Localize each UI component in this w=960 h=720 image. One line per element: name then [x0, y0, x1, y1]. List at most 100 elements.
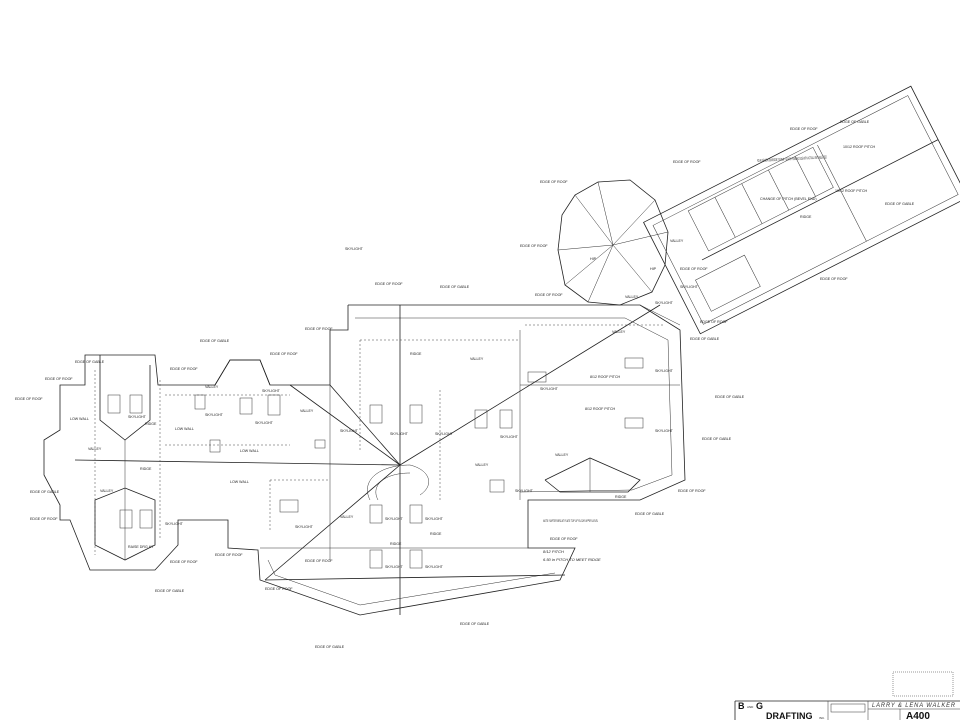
- label: EDGE OF ROOF: [375, 282, 403, 286]
- label: LOW WALL: [70, 417, 89, 421]
- label: SKYLIGHT: [680, 285, 699, 289]
- label: EDGE OF GABLE: [840, 120, 870, 124]
- label: VALLEY: [555, 453, 569, 457]
- label: EDGE OF ROOF: [520, 244, 548, 248]
- label: LOW WALL: [230, 480, 249, 484]
- label: VALLEY: [300, 409, 314, 413]
- label: EDGE OF GABLE: [885, 202, 915, 206]
- label: EDGE OF GABLE: [155, 589, 185, 593]
- label: SKYLIGHT: [385, 517, 404, 521]
- label: RIDGE: [145, 422, 157, 426]
- label: SKYLIGHT: [165, 522, 184, 526]
- label: VALLEY: [88, 447, 102, 451]
- label: SKYLIGHT: [255, 421, 274, 425]
- label: VALLEY: [625, 295, 639, 299]
- label: SKYLIGHT: [500, 435, 519, 439]
- label: HIP: [650, 267, 657, 271]
- label: SKYLIGHT: [340, 429, 359, 433]
- label: SKYLIGHT: [515, 489, 534, 493]
- company-logo-b: B: [738, 701, 745, 711]
- label: SKYLIGHT: [655, 301, 674, 305]
- label: RIDGE: [390, 542, 402, 546]
- label: VALLEY: [670, 239, 684, 243]
- label: EDGE OF GABLE: [690, 337, 720, 341]
- label: 8/12 ROOF PITCH: [585, 407, 616, 411]
- label: EDGE OF ROOF: [170, 367, 198, 371]
- company-suffix: INC.: [819, 716, 825, 720]
- label: VALLEY: [612, 330, 626, 334]
- label: SKYLIGHT: [262, 389, 281, 393]
- label: VALLEY: [340, 515, 354, 519]
- label: EDGE OF ROOF: [700, 320, 728, 324]
- label: SKYLIGHT: [385, 565, 404, 569]
- sunroom-wing: [643, 85, 960, 335]
- label: 10/12 ROOF PITCH: [843, 145, 876, 149]
- rafter-note: NOTE: RAFTER BRG AT PLATE TOP OF FLOOR U…: [543, 518, 598, 523]
- label: RIDGE: [430, 532, 442, 536]
- label: EDGE OF GABLE: [30, 490, 60, 494]
- label: EDGE OF GABLE: [702, 437, 732, 441]
- sunroom-note: FOUR SEASON SUNROOM SYSTEM - GRAPH FRAMI…: [757, 154, 827, 163]
- label: SKYLIGHT: [435, 432, 454, 436]
- label: EDGE OF GABLE: [460, 622, 490, 626]
- label: SKYLIGHT: [425, 565, 444, 569]
- label: VALLEY: [475, 463, 489, 467]
- label: SKYLIGHT: [390, 432, 409, 436]
- annotations: EDGE OF ROOF EDGE OF GABLE 10/12 ROOF PI…: [15, 120, 915, 649]
- turret-roof: [557, 179, 669, 306]
- pitch-note-2: 6.50 in PITCH TO MEET RIDGE: [543, 557, 601, 562]
- label: 10/12 ROOF PITCH: [835, 189, 868, 193]
- label: RIDGE: [410, 352, 422, 356]
- pitch-note-1: 8/12 PITCH: [543, 549, 564, 554]
- label: EDGE OF ROOF: [265, 587, 293, 591]
- label: 8/12 ROOF PITCH: [590, 375, 621, 379]
- label: EDGE OF ROOF: [270, 352, 298, 356]
- label: EDGE OF ROOF: [678, 489, 706, 493]
- label: EDGE OF ROOF: [305, 327, 333, 331]
- label: EDGE OF ROOF: [820, 277, 848, 281]
- label: EDGE OF GABLE: [315, 645, 345, 649]
- label: EDGE OF ROOF: [680, 267, 708, 271]
- label: SKYLIGHT: [345, 247, 364, 251]
- label: EDGE OF ROOF: [30, 517, 58, 521]
- label: EDGE OF ROOF: [170, 560, 198, 564]
- label: EDGE OF ROOF: [15, 397, 43, 401]
- roof-lines: [74, 304, 680, 615]
- label: EDGE OF ROOF: [540, 180, 568, 184]
- label: EDGE OF ROOF: [673, 160, 701, 164]
- main-roof-outline: [43, 304, 686, 616]
- client-name: LARRY & LENA WALKER: [872, 702, 956, 709]
- label: SKYLIGHT: [295, 525, 314, 529]
- sheet-number: A400: [906, 711, 930, 720]
- label: EDGE OF ROOF: [215, 553, 243, 557]
- company-name: DRAFTING: [766, 711, 813, 720]
- company-logo-g: G: [756, 701, 763, 711]
- label: EDGE OF GABLE: [635, 512, 665, 516]
- label: RIDGE: [140, 467, 152, 471]
- label: SKYLIGHT: [655, 369, 674, 373]
- label: EDGE OF ROOF: [535, 293, 563, 297]
- label: SKYLIGHT: [540, 387, 559, 391]
- label: SKYLIGHT: [205, 413, 224, 417]
- label: CHANGE OF PITCH (BEVEL END): [760, 197, 817, 201]
- label: EDGE OF ROOF: [790, 127, 818, 131]
- label: VALLEY: [205, 385, 219, 389]
- label: SKYLIGHT: [655, 429, 674, 433]
- label: LOW WALL: [240, 449, 259, 453]
- label: EDGE OF GABLE: [75, 360, 105, 364]
- label: EDGE OF GABLE: [200, 339, 230, 343]
- label: EDGE OF ROOF: [305, 559, 333, 563]
- label: EDGE OF GABLE: [440, 285, 470, 289]
- label: LOW WALL: [175, 427, 194, 431]
- title-block: B AND G DRAFTING INC. LARRY & LENA WALKE…: [734, 671, 960, 720]
- label: RAISE DRG HT: [128, 545, 154, 549]
- label: RIDGE: [615, 495, 627, 499]
- label: SKYLIGHT: [128, 415, 147, 419]
- label: VALLEY: [100, 489, 114, 493]
- skylights: [107, 357, 644, 569]
- company-logo-and: AND: [747, 705, 754, 709]
- label: SKYLIGHT: [425, 517, 444, 521]
- label: EDGE OF ROOF: [550, 537, 578, 541]
- label: HIP: [590, 257, 597, 261]
